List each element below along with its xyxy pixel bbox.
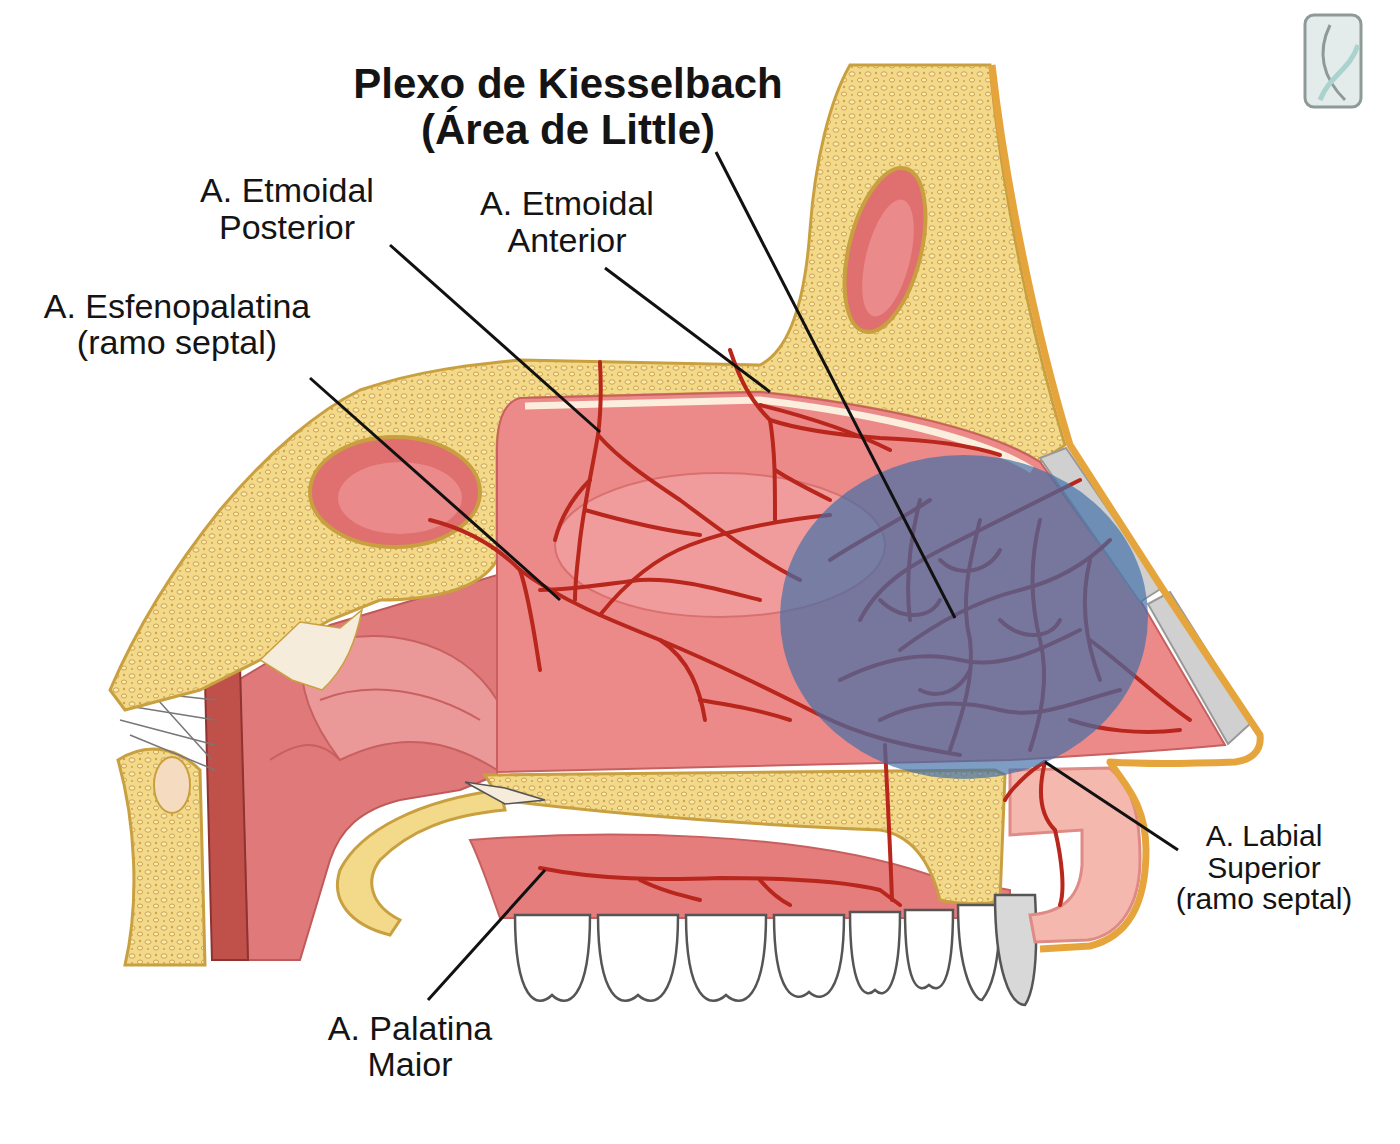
leader-line [390, 245, 600, 432]
artery-label: A. Etmoidal Anterior [447, 185, 687, 259]
leader-line [716, 152, 955, 618]
tooth [598, 915, 678, 1001]
artery-label: A. Palatina Maior [290, 1010, 530, 1082]
artery [585, 510, 700, 535]
artery [660, 640, 705, 720]
palate-bone [337, 790, 505, 935]
area-label: Plexo de Kiesselbach (Área de Little) [333, 61, 803, 153]
artery-label: A. Labial Superior (ramo septal) [1172, 820, 1357, 915]
tooth [774, 915, 844, 997]
artery [1041, 762, 1062, 905]
tooth [850, 912, 900, 993]
upper-lip [1010, 768, 1140, 942]
pharynx-wall [118, 749, 205, 965]
artery [640, 880, 700, 900]
paranasal-sinus [830, 160, 941, 340]
tooth [995, 895, 1036, 1005]
pharynx-wall [130, 735, 215, 770]
leader-line [310, 152, 1178, 1000]
artery [775, 470, 830, 500]
pharynx-wall [120, 720, 215, 745]
leader-line [1045, 762, 1178, 850]
artery [520, 570, 540, 670]
nasopharynx [320, 690, 480, 720]
pharynx-wall [154, 757, 190, 813]
artery [730, 350, 775, 520]
artery [598, 435, 800, 580]
paranasal-sinus [852, 194, 924, 321]
tooth [515, 895, 1036, 1005]
logo [1320, 45, 1358, 100]
artery-label: A. Etmoidal Posterior [167, 172, 407, 246]
leader-line [428, 870, 545, 1000]
nasopharynx [270, 745, 340, 760]
leader-line [310, 378, 560, 600]
upper-lip [1010, 768, 1140, 942]
nasal-cartilage [1148, 592, 1252, 744]
palate-bone [465, 782, 545, 804]
artery [540, 868, 900, 905]
artery [430, 350, 1190, 905]
artery [540, 580, 760, 600]
artery-label: A. Esfenopalatina (ramo septal) [17, 288, 337, 360]
logo [1305, 15, 1361, 107]
tooth [958, 905, 1000, 1000]
logo [1305, 15, 1361, 107]
artery [700, 700, 790, 720]
artery [760, 880, 790, 905]
artery [885, 745, 892, 900]
pharynx-wall [205, 665, 248, 960]
tooth [686, 915, 766, 1001]
kiesselbach-area [780, 455, 1148, 779]
leader-line [605, 268, 770, 392]
tooth [905, 910, 953, 988]
tooth [515, 915, 590, 1001]
palate-bone [485, 770, 1005, 904]
artery [760, 405, 890, 450]
skull-bone [260, 610, 362, 690]
pharynx-wall [118, 665, 248, 965]
